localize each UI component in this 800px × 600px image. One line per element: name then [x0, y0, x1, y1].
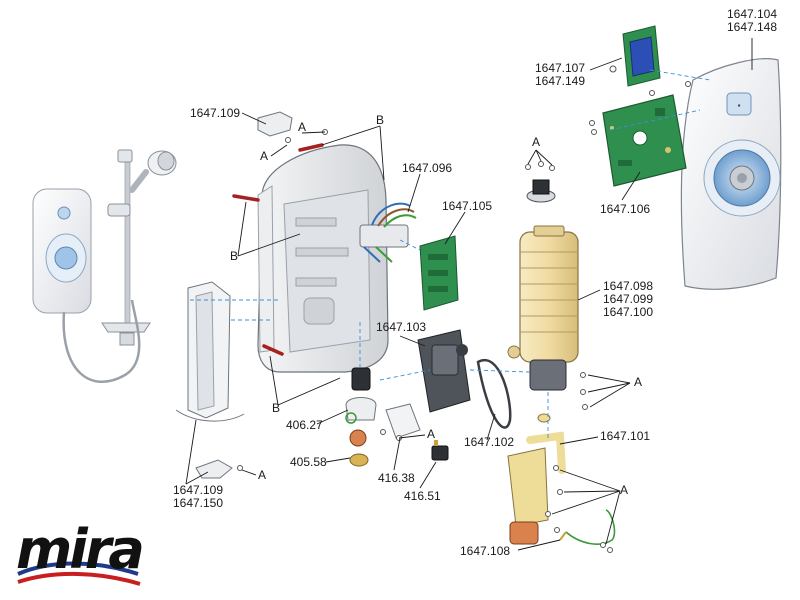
label-406-27: 406.27: [286, 418, 323, 432]
fitting-416-51: [431, 440, 449, 461]
label-b-left: B: [230, 249, 239, 263]
mira-logo: mira: [16, 518, 145, 581]
label-a-outlet: A: [620, 483, 629, 497]
label-416-38: 416.38: [378, 471, 415, 485]
label-416-51: 416.51: [404, 489, 441, 503]
label-1647-108: 1647.108: [460, 544, 511, 558]
fitting-416-38: [385, 403, 421, 439]
front-cover-part: ▪: [680, 58, 782, 290]
top-cap-part: [257, 111, 293, 137]
outlet-pipe-part: [507, 413, 566, 545]
label-b-lower: B: [272, 401, 281, 415]
label-1647-102: 1647.102: [464, 435, 515, 449]
solenoid-valve-part: [417, 329, 471, 413]
terminal-block-part: [359, 202, 417, 263]
label-a-bottom-bracket: A: [258, 468, 267, 482]
bottom-bracket-part: [195, 459, 243, 479]
label-1647-096: 1647.096: [402, 161, 453, 175]
display-pcb-part: [622, 25, 661, 87]
earth-lead-part: [554, 509, 616, 553]
label-1647-105: 1647.105: [442, 199, 493, 213]
mira-logo-swoosh: [17, 561, 141, 586]
side-trim-part: [175, 281, 245, 422]
control-pcb-part: [419, 235, 459, 311]
fitting-405-58: [349, 429, 369, 467]
label-1647-109-top: 1647.109: [190, 106, 241, 120]
assembly-paths: [190, 69, 711, 440]
label-1647-101: 1647.101: [600, 429, 651, 443]
label-a-416-38: A: [427, 427, 436, 441]
svg-text:▪: ▪: [738, 101, 741, 110]
fixing-pins-b: [232, 143, 324, 356]
thermal-cutout-part: [526, 179, 556, 203]
pcb-screws: [589, 65, 691, 135]
label-1647-106: 1647.106: [600, 202, 651, 216]
shower-unit-illustration: [32, 149, 177, 383]
leader-lines: [185, 38, 753, 551]
label-405-58: 405.58: [290, 455, 327, 469]
label-a-top-left: A: [260, 149, 269, 163]
fixing-screws-a: [285, 129, 588, 517]
label-a-heater-right: A: [634, 375, 643, 389]
fitting-406-27: [345, 367, 377, 424]
heater-tank-part: [507, 225, 579, 391]
label-1647-103: 1647.103: [376, 320, 427, 334]
label-a-top-right: A: [298, 120, 307, 134]
main-pcb-part: [602, 94, 687, 187]
o-ring-part: [476, 358, 512, 429]
label-b-top: B: [376, 113, 385, 127]
label-a-heater-top: A: [532, 135, 541, 149]
chassis-back-plate: [257, 144, 389, 373]
